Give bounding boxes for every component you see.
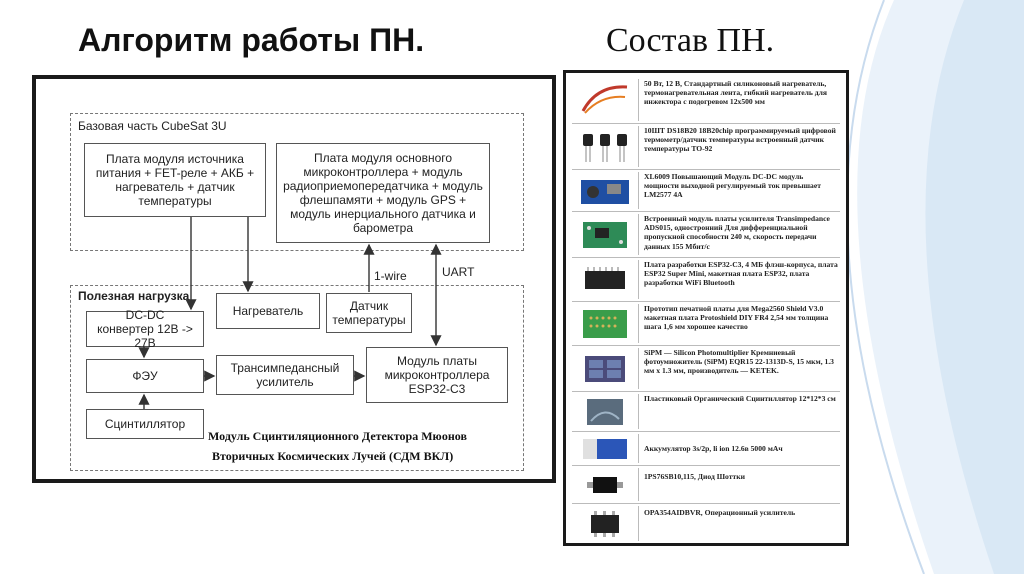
payload-region xyxy=(70,285,524,471)
amplifier-board-icon xyxy=(572,214,639,255)
component-description: Встроенный модуль платы усилителя Transi… xyxy=(644,214,830,251)
heater-strip-icon xyxy=(572,79,639,121)
component-row: 1PS76SB10,115, Диод Шоттки xyxy=(572,465,840,503)
component-row: XL6009 Повышающий Модуль DC-DC модуль мо… xyxy=(572,169,840,211)
component-row: Встроенный модуль платы усилителя Transi… xyxy=(572,211,840,257)
component-description: OPA354AIDBVR, Операционный усилитель xyxy=(644,508,796,517)
component-description: Пластиковый Органический Сцинтиллятор 12… xyxy=(644,394,836,403)
base-part-label: Базовая часть CubeSat 3U xyxy=(78,119,227,133)
onewire-label: 1-wire xyxy=(374,269,407,283)
mcu-board-box: Модуль платы микроконтроллера ESP32-C3 xyxy=(366,347,508,403)
dcdc-converter-box: DC-DC конвертер 12В -> 27В xyxy=(86,308,204,350)
battery-icon xyxy=(572,434,639,463)
esp32-board-icon xyxy=(572,260,639,299)
opamp-chip-icon xyxy=(572,506,639,541)
component-description: 50 Вт, 12 В, Стандартный силиконовый наг… xyxy=(644,79,828,107)
component-row: Аккумулятор 3s/2p, li ion 12.6в 5000 мАч xyxy=(572,431,840,465)
temperature-sensor-icon xyxy=(572,126,639,167)
diode-icon xyxy=(572,468,639,501)
detector-caption-line1: Модуль Сцинтиляционного Детектора Мюонов xyxy=(208,429,467,443)
sipm-icon xyxy=(572,348,639,389)
component-description: 1PS76SB10,115, Диод Шоттки xyxy=(644,472,745,481)
power-module-box: Плата модуля источника питания + FET-рел… xyxy=(84,143,266,217)
heater-box: Нагреватель xyxy=(216,293,320,329)
scintillator-box: Сцинтиллятор xyxy=(86,409,204,439)
dcdc-module-icon xyxy=(572,172,639,209)
component-row: Плата разработки ESP32-C3, 4 МБ флэш-кор… xyxy=(572,257,840,301)
component-description: XL6009 Повышающий Модуль DC-DC модуль мо… xyxy=(644,172,821,200)
component-row: Пластиковый Органический Сцинтиллятор 12… xyxy=(572,391,840,431)
component-row: 10ШТ DS18B20 18B20chip программируемый ц… xyxy=(572,123,840,169)
block-diagram: Базовая часть CubeSat 3U Плата модуля ис… xyxy=(32,75,556,483)
component-description: Прототип печатной платы для Mega2560 Shi… xyxy=(644,304,829,332)
prototype-pcb-icon xyxy=(572,304,639,343)
component-description: Плата разработки ESP32-C3, 4 МБ флэш-кор… xyxy=(644,260,838,288)
component-description: SiPM — Silicon Photomultiplier Кремниевы… xyxy=(644,348,834,376)
main-mcu-module-box: Плата модуля основного микроконтроллера … xyxy=(276,143,490,243)
pmt-box: ФЭУ xyxy=(86,359,204,393)
component-description: Аккумулятор 3s/2p, li ion 12.6в 5000 мАч xyxy=(644,444,783,453)
temperature-sensor-box: Датчик температуры xyxy=(326,293,412,333)
base-part-region xyxy=(70,113,524,251)
scintillator-icon xyxy=(572,394,639,429)
component-row: SiPM — Silicon Photomultiplier Кремниевы… xyxy=(572,345,840,391)
slide-title-algorithm: Алгоритм работы ПН. xyxy=(78,22,425,58)
component-description: 10ШТ DS18B20 18B20chip программируемый ц… xyxy=(644,126,836,154)
detector-caption-line2: Вторичных Космических Лучей (СДМ ВКЛ) xyxy=(212,449,454,463)
components-table: 50 Вт, 12 В, Стандартный силиконовый наг… xyxy=(563,70,849,546)
component-row: 50 Вт, 12 В, Стандартный силиконовый наг… xyxy=(572,77,840,123)
uart-label: UART xyxy=(442,265,475,279)
component-row: OPA354AIDBVR, Операционный усилитель xyxy=(572,503,840,543)
component-row: Прототип печатной платы для Mega2560 Shi… xyxy=(572,301,840,345)
transimpedance-amplifier-box: Трансимпедансный усилитель xyxy=(216,355,354,395)
payload-label: Полезная нагрузка xyxy=(78,289,190,303)
slide-title-composition: Состав ПН. xyxy=(606,22,775,59)
